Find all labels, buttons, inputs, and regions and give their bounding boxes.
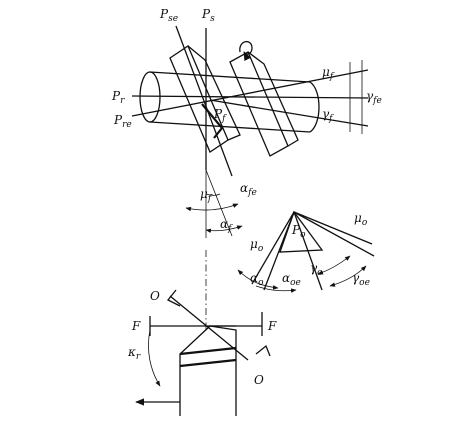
label-pse: Pse <box>159 7 178 24</box>
fan-incline <box>205 169 233 237</box>
tool-shank <box>179 325 237 416</box>
right-end-face <box>309 81 320 133</box>
alpha-fe-arc <box>185 203 239 212</box>
pre-line <box>131 69 369 117</box>
workpiece-drawing <box>139 41 320 157</box>
label-pf: Pf <box>213 107 227 124</box>
mu-f-arc-mid <box>205 193 221 196</box>
thread-band-2-side <box>247 51 299 147</box>
gamma-f-line <box>209 99 369 127</box>
alpha-o-arc <box>237 269 279 290</box>
label-mu-o-right: μo <box>354 211 368 228</box>
pr-line <box>131 95 369 99</box>
label-mu-f-right: μf <box>322 65 335 82</box>
po-line-right-1 <box>293 211 375 257</box>
po-section <box>237 210 375 293</box>
label-alpha-f: αf <box>220 217 233 234</box>
po-line-down <box>293 211 323 291</box>
gamma-oe-arc <box>329 265 367 287</box>
label-mu-o-left: μo <box>250 237 264 254</box>
label-gamma-f: γf <box>322 107 334 124</box>
label-gamma-o: γo <box>310 261 323 278</box>
gamma-o-arc <box>317 255 351 275</box>
label-mu-f-mid: μf <box>200 187 213 204</box>
po-line-right-2 <box>293 211 373 245</box>
label-po: Po <box>291 223 306 240</box>
alpha-f-fan <box>185 169 243 238</box>
label-o-bottom: O <box>254 373 264 387</box>
o-top-mark <box>166 289 181 307</box>
label-alpha-fe: αfe <box>240 181 257 198</box>
label-pr: Pr <box>111 89 125 106</box>
thread-band-2 <box>229 51 289 157</box>
cylinder-outline <box>149 71 311 133</box>
left-end-face <box>139 71 161 123</box>
tool-plan-view <box>135 250 271 416</box>
label-alpha-oe: αoe <box>282 271 301 288</box>
label-o-top: O <box>150 289 160 303</box>
reference-lines-top <box>131 25 369 177</box>
labels: Pse Ps Pr Pre Pf μf γfe γf μf αfe αf μo … <box>111 7 382 387</box>
label-gamma-oe: γoe <box>352 271 370 288</box>
rotation-arrow <box>239 41 253 61</box>
f-marks <box>149 312 263 336</box>
label-kappa-r: κr <box>127 345 141 362</box>
label-f-left: F <box>131 319 141 333</box>
thread-band-1-side <box>187 45 241 141</box>
label-alpha-o: αo <box>250 271 264 288</box>
label-ps: Ps <box>201 7 215 24</box>
cutting-edge-1 <box>179 346 237 356</box>
o-bottom-mark <box>255 344 271 357</box>
label-gamma-fe: γfe <box>366 89 382 106</box>
label-pre: Pre <box>113 113 132 130</box>
o-line <box>169 295 249 361</box>
pse-line <box>175 25 233 177</box>
alpha-f-arc <box>205 225 243 234</box>
alpha-oe-arc <box>255 285 297 293</box>
kappa-r-arc <box>148 329 161 387</box>
cutting-edge-2 <box>179 358 237 368</box>
label-f-right: F <box>267 319 277 333</box>
